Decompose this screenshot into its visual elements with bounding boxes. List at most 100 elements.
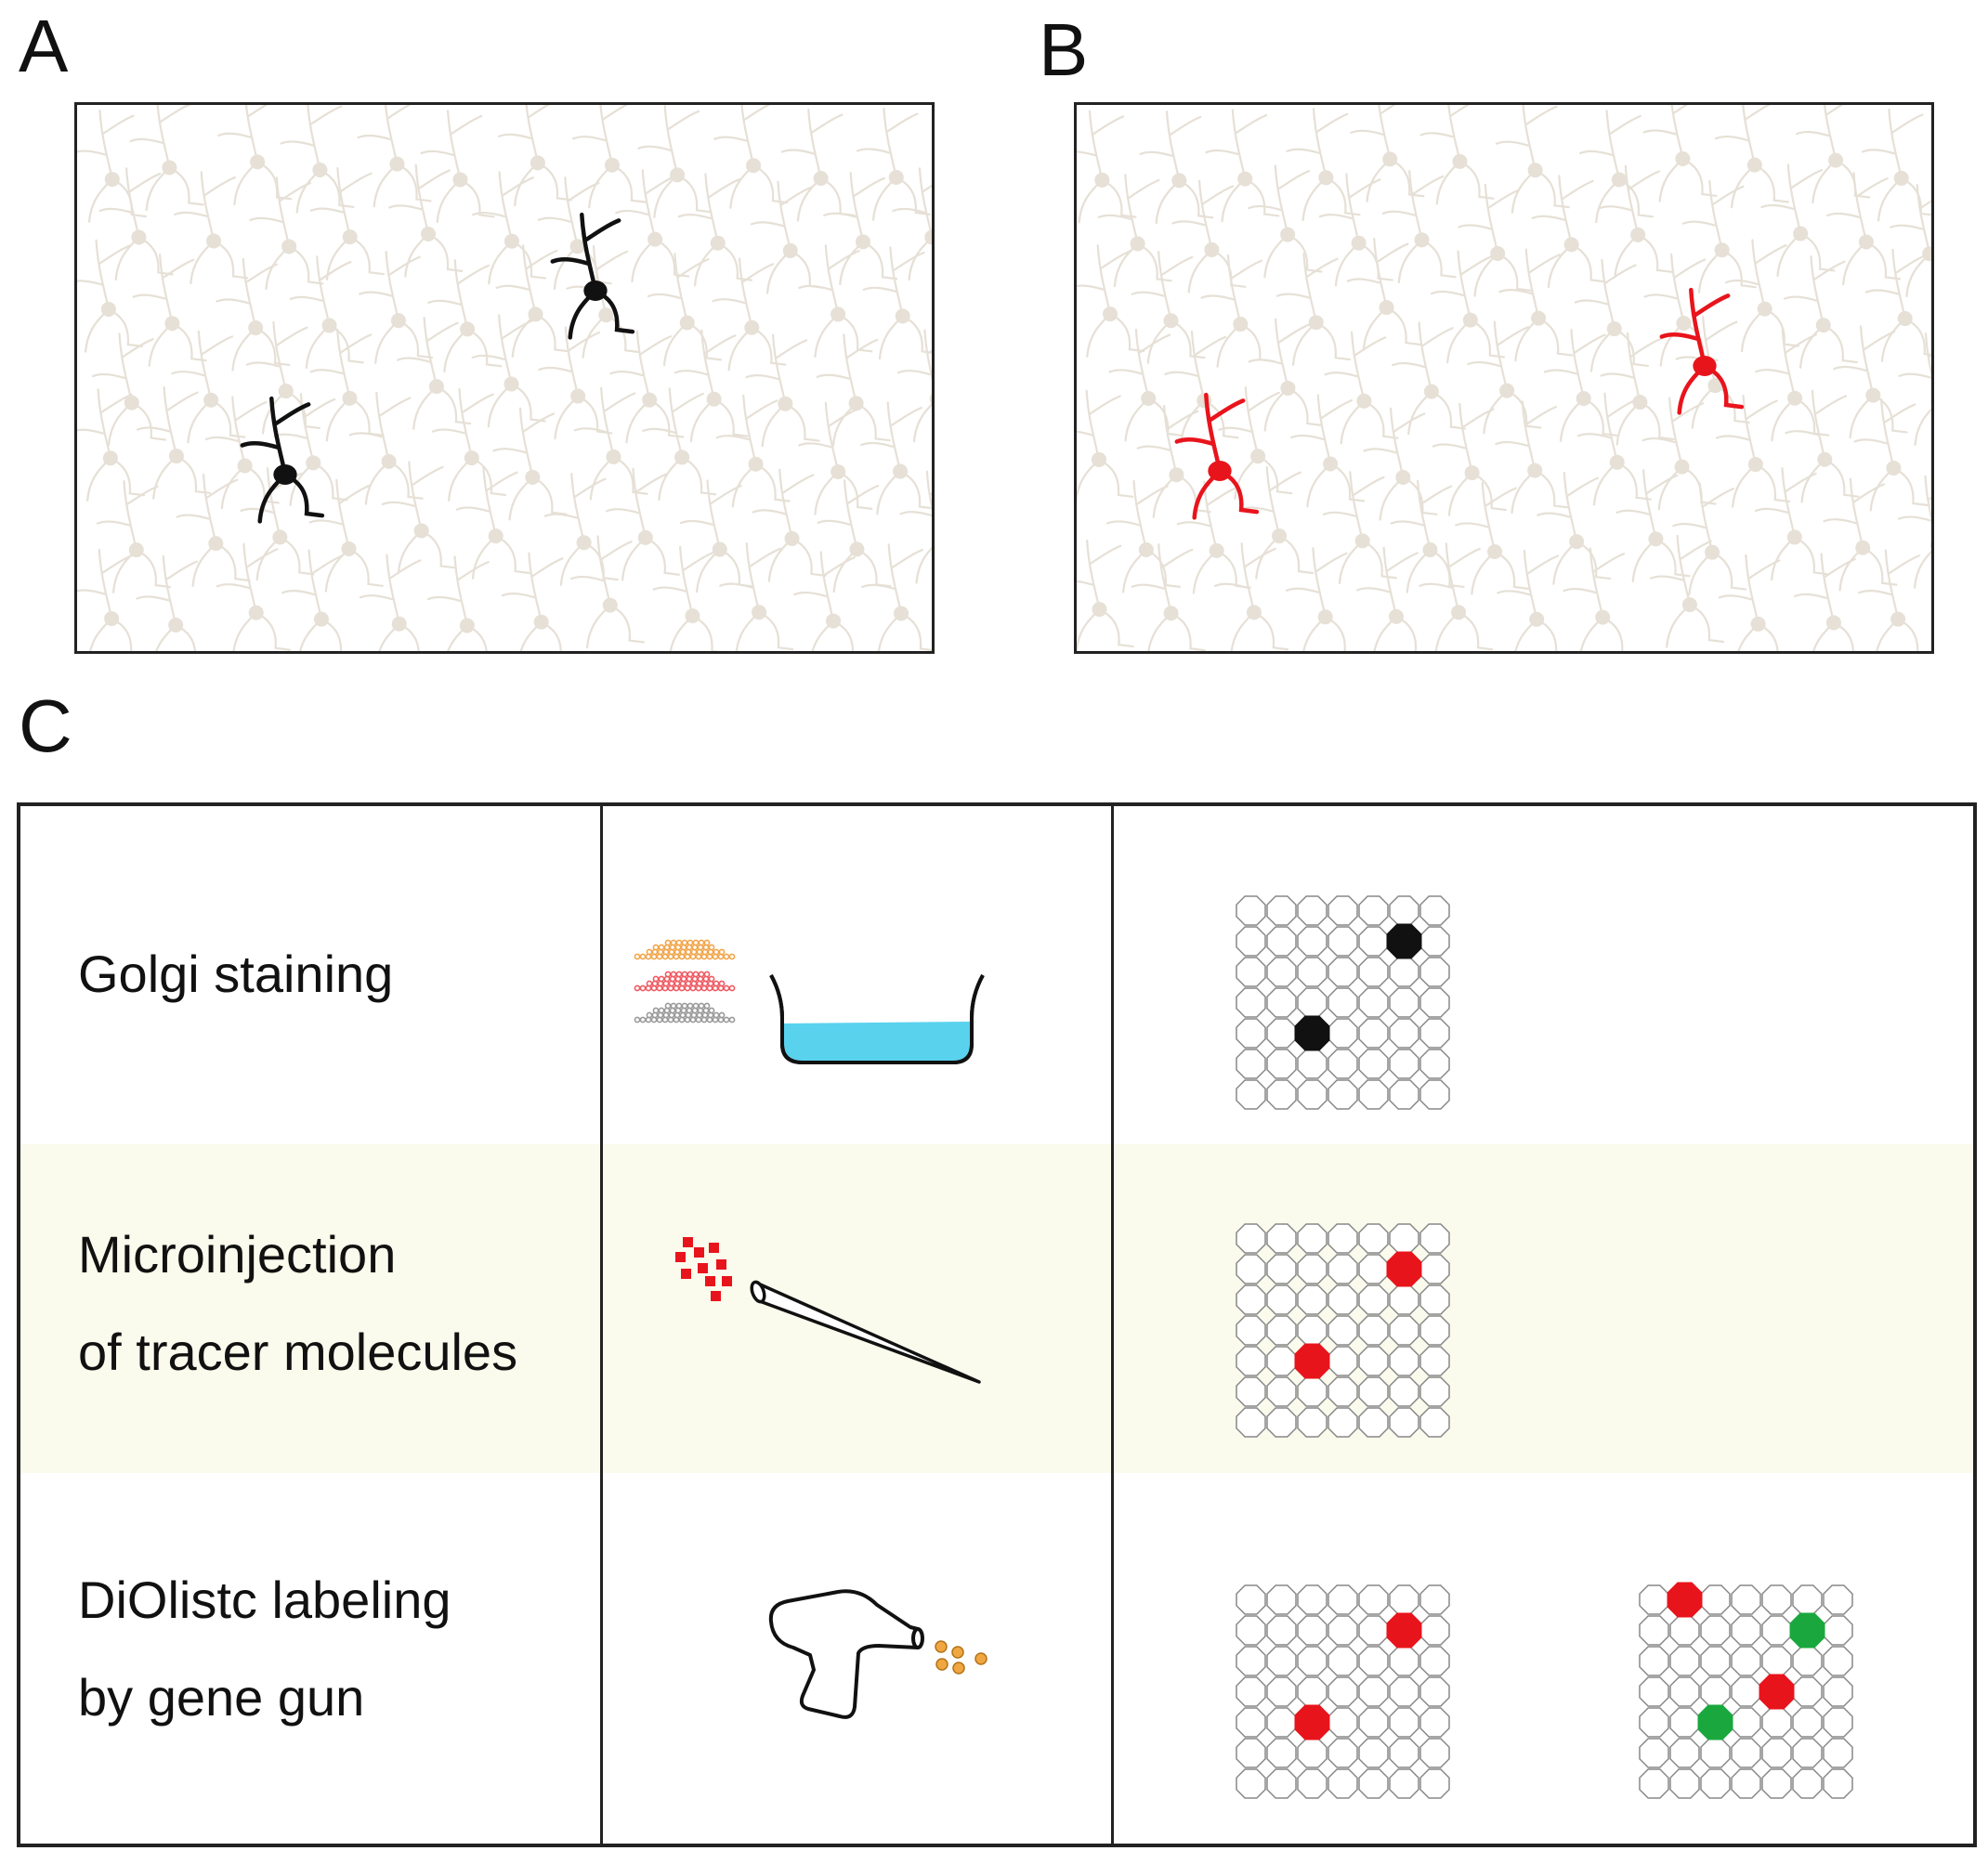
faint-neuron [273,393,348,507]
grid-cell [1266,1707,1297,1738]
grid-cell [1761,1584,1792,1615]
faint-neuron [750,180,825,294]
faint-neuron [249,176,324,291]
grid-cell [1731,1768,1761,1799]
grid-cell [1639,1676,1669,1707]
faint-neuron [388,163,464,278]
faint-neuron [899,470,932,584]
faint-neuron [427,555,490,651]
faint-neuron [1497,549,1560,651]
faint-neuron [1318,173,1393,287]
faint-neuron [1853,398,1929,512]
grid-cell [1358,1223,1389,1254]
grid-cell [1823,1738,1853,1768]
grid-cell [1823,1676,1853,1707]
grid-cell [1731,1584,1761,1615]
faint-neuron [1498,248,1574,362]
grid-cell [1700,1615,1731,1646]
grid-cell [1236,1315,1266,1346]
faint-neuron [1381,170,1457,284]
method-line: by gene gun [78,1668,365,1727]
grid-cell [1419,1079,1450,1110]
faint-neuron [1467,320,1542,435]
faint-neuron [1598,164,1673,279]
faint-neuron [1826,172,1902,286]
grid-cell [1389,1018,1419,1049]
faint-neuron [862,246,932,360]
grid-cell [1389,1079,1419,1110]
faint-neuron [1136,404,1211,518]
grid-cell [1266,1315,1297,1346]
grid-cell [1236,1346,1266,1376]
reagent-bath-icon [769,974,985,1064]
grid-cell [1297,1738,1328,1768]
labeled-cell-grids [1236,895,1853,1799]
grid-cell [1358,1768,1389,1799]
grid-cell [1297,1646,1328,1676]
labeled-cell [1386,923,1422,959]
faint-neuron [1419,542,1494,651]
grid-cell [1358,1284,1389,1315]
grid-cell [1297,926,1328,957]
faint-neuron [1897,475,1931,589]
grid-cell [1761,1646,1792,1676]
faint-neuron [171,330,246,444]
grid-cell [1700,1768,1731,1799]
faint-neuron [677,173,752,287]
grid-cell [1389,1738,1419,1768]
faint-neuron [1248,318,1323,432]
faint-neuron [674,329,749,443]
grid-cell [1700,1676,1731,1707]
micropipette-icon [750,1280,981,1384]
grid-cell [1419,1223,1450,1254]
grid-cell [1419,987,1450,1018]
faint-neuron [1576,392,1652,506]
grid-cell [1297,1254,1328,1284]
grid-cell [1236,1254,1266,1284]
method-row-microinjection: Microinjection of tracer molecules [20,1144,1973,1473]
faint-neuron [1718,554,1781,651]
grid-cell [1236,1768,1266,1799]
faint-neuron [1794,553,1856,651]
grid-cell [1266,957,1297,987]
faint-neuron [712,257,787,371]
faint-neuron [793,551,856,651]
panel-b-tissue-drawing [1077,105,1931,651]
grid-cell [1266,1223,1297,1254]
grid-cell [1358,1254,1389,1284]
faint-neuron [538,326,613,440]
grid-cell [1297,1768,1328,1799]
grid-cell [1236,1049,1266,1079]
grid-cell [1297,1407,1328,1438]
faint-neuron [1290,394,1366,508]
grid-cell [1419,1315,1450,1346]
faint-neuron [281,549,344,651]
grid-cell [1236,1018,1266,1049]
grid-cell [1761,1738,1792,1768]
cell-grid [1236,1223,1450,1438]
panel-b-neuron-field [1074,102,1934,654]
faint-neuron [1495,400,1570,515]
grid-cell [1731,1707,1761,1738]
faint-neuron [1392,321,1467,436]
panel-c-illustrations [634,895,1853,1799]
grid-cell [1669,1646,1700,1676]
gene-gun-particles-icon [935,1640,987,1675]
faint-neuron [1275,252,1351,366]
faint-neuron [98,167,174,281]
panel-c-label: C [19,684,72,767]
grid-cell [1389,1646,1419,1676]
faint-neuron [780,108,856,222]
grid-cell [1358,1646,1389,1676]
grid-cell [1328,895,1358,926]
labeled-cell [1294,1343,1330,1379]
grid-cell [1419,957,1450,987]
faint-neuron [615,169,690,283]
grid-cell [1236,1584,1266,1615]
grid-cell [1328,1407,1358,1438]
labeled-cell [1789,1612,1825,1649]
grid-cell [1328,1254,1358,1284]
grid-cell [1700,1738,1731,1768]
faint-neuron [174,171,249,285]
faint-neuron [1642,105,1718,202]
